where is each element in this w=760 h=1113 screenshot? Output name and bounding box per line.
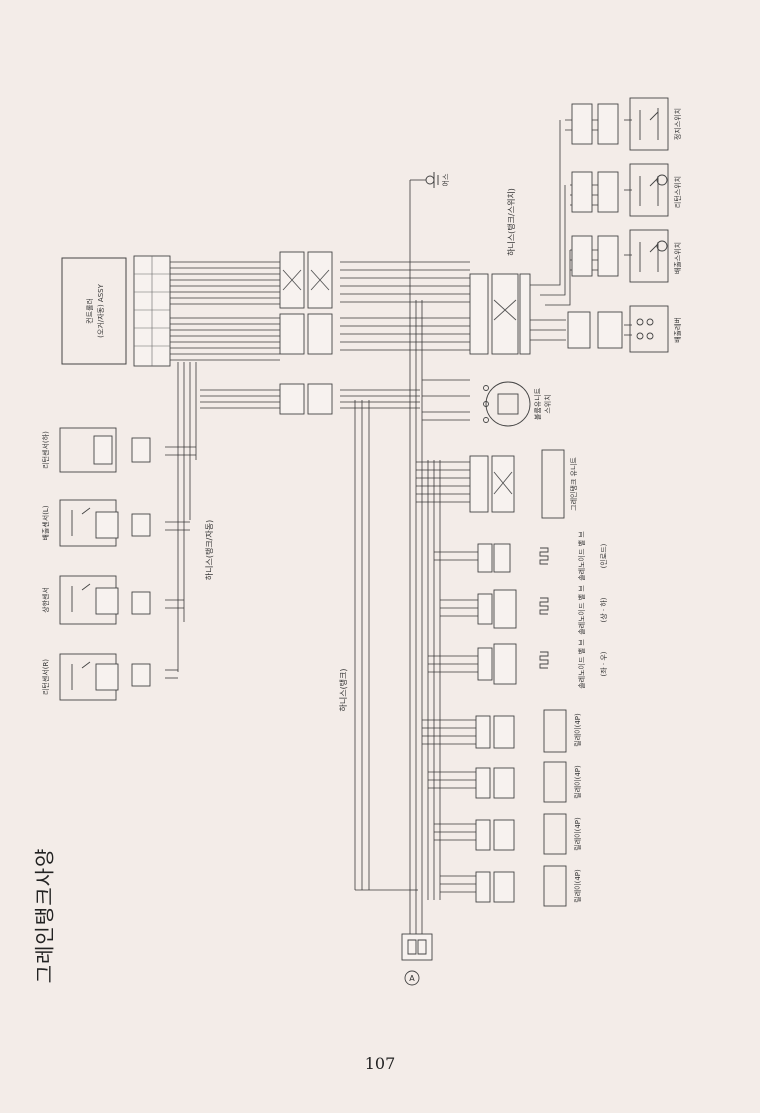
discharge-lever-label: 배출레버 [673, 317, 682, 343]
sensor-discharge-l [59, 499, 151, 547]
sensor-discharge-l-label: 배출센서(L) [41, 505, 50, 540]
volume-unit-sub-label: 스위치 [543, 394, 552, 413]
relay-4p-3 [475, 813, 567, 855]
controller-assy: 컨트롤러 (오거/자동) ASSY [61, 255, 171, 367]
sensor-rise-label: 상한센서 [41, 587, 50, 613]
solenoid-valve-3-label: 솔레노이드 밸 브 [577, 639, 586, 689]
relay-4p-4-label: 릴레이(4P) [573, 869, 582, 903]
harness-block-right [469, 273, 531, 355]
solenoid-valve-3-note: (좌 · 우) [599, 651, 608, 676]
switch-return-label: 리턴스위치 [673, 176, 682, 208]
earth-symbol [425, 172, 439, 188]
solenoid-valve-1-label: 솔레노이드 밸 브 [577, 531, 586, 581]
sensor-return-up [59, 427, 151, 473]
relay-4p-1 [475, 709, 567, 753]
switch-stop-label: 정지스위치 [673, 108, 682, 140]
page-title-text: 그레인탱크사양 [32, 847, 57, 983]
volume-unit-label: 볼륨유니트 [533, 387, 542, 420]
sensor-return-up-label: 리턴센서(하) [41, 431, 50, 469]
earth-label: 어스 [441, 173, 450, 186]
solenoid-valve-2 [477, 589, 549, 629]
controller-label: 컨트롤러 [85, 298, 94, 324]
connector-a-label: A [409, 974, 415, 983]
relay-4p-4 [475, 865, 567, 907]
grain-tank-unit-label: 그레인탱크 유니트 [569, 457, 578, 511]
harness-tank-auto-label: 하니스(탱크/자동) [204, 520, 214, 580]
connector-a [401, 933, 433, 986]
sensor-return-r [59, 653, 151, 701]
volume-unit [483, 381, 531, 427]
switch-stop [571, 97, 669, 151]
relay-4p-2-label: 릴레이(4P) [573, 765, 582, 799]
solenoid-valve-3 [477, 643, 549, 685]
relay-4p-3-label: 릴레이(4P) [573, 817, 582, 851]
harness-tank-switch-label: 하니스(탱크/스위치) [506, 188, 516, 256]
connector-group-upper [279, 251, 333, 415]
controller-sub-label: (오거/자동) ASSY [96, 283, 105, 337]
solenoid-valve-2-label: 솔레노이드 밸 브 [577, 585, 586, 635]
relay-4p-2 [475, 761, 567, 803]
sensor-rise [59, 575, 151, 625]
grain-tank-unit [469, 449, 565, 519]
solenoid-valve-1-note: (인로드) [599, 543, 608, 568]
harness-tank-label: 하니스(탱크) [338, 668, 348, 711]
switch-return [571, 163, 669, 217]
page-title: 그레인탱크사양 [18, 830, 68, 1000]
solenoid-valve-1 [477, 543, 549, 573]
page-number: 107 [364, 1054, 396, 1073]
sensor-return-r-label: 리턴센서(R) [41, 659, 50, 695]
solenoid-valve-2-note: (상 · 하) [599, 597, 608, 622]
discharge-lever [567, 305, 669, 353]
switch-discharge [571, 229, 669, 283]
relay-4p-1-label: 릴레이(4P) [573, 713, 582, 747]
wire-bundle [165, 119, 632, 940]
switch-discharge-label: 배출스위치 [673, 242, 682, 274]
